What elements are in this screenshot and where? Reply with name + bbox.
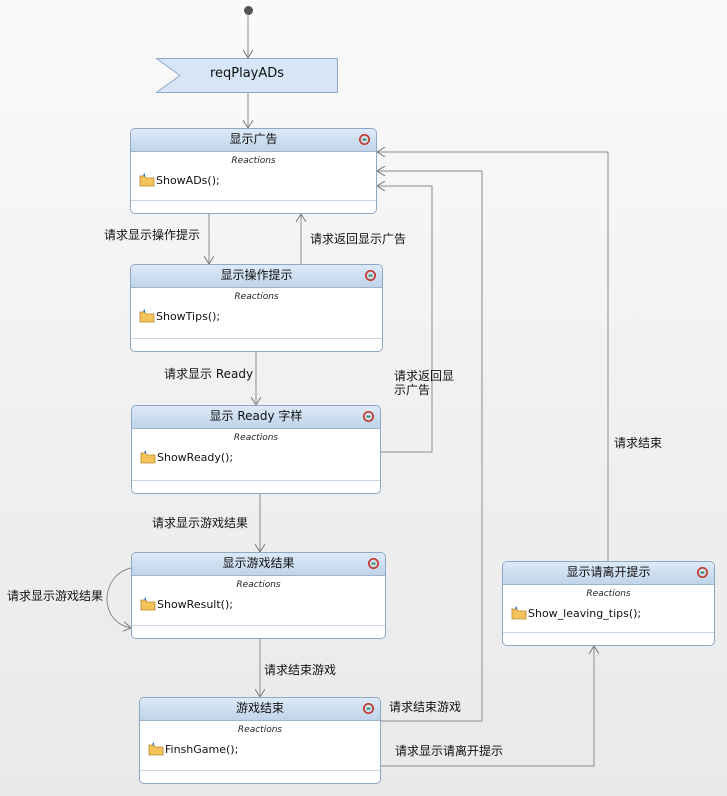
state-divider <box>132 480 380 481</box>
transition-label-req-back-ads[interactable]: 请求返回显示广告 <box>310 232 407 246</box>
edge-leaving-to-ads <box>377 152 609 561</box>
state-show-tips[interactable]: 显示操作提示 Reactions ShowTips(); <box>130 264 383 352</box>
state-divider <box>132 625 385 626</box>
reactions-label: Reactions <box>231 156 276 166</box>
folder-action-icon <box>140 597 156 611</box>
folder-action-icon <box>148 742 164 756</box>
state-divider <box>140 770 380 771</box>
initial-state-dot <box>244 6 253 15</box>
state-header: 显示请离开提示 <box>503 562 714 585</box>
state-title: 显示操作提示 <box>220 268 293 282</box>
transition-label-req-result-self[interactable]: 请求显示游戏结果 <box>7 589 104 603</box>
folder-action-icon <box>139 173 155 187</box>
reactions-label: Reactions <box>233 433 279 443</box>
state-title: 显示游戏结果 <box>222 556 295 570</box>
edge-ready-to-ads <box>377 186 433 453</box>
state-header: 显示操作提示 <box>131 265 382 288</box>
state-show-leaving[interactable]: 显示请离开提示 Reactions Show_leaving_tips(); <box>502 561 715 646</box>
cycle-icon <box>358 133 371 146</box>
cycle-icon <box>362 702 375 715</box>
edge-result-self <box>106 567 131 628</box>
folder-action-icon <box>139 309 155 323</box>
action-row: FinshGame(); <box>148 740 380 758</box>
state-game-over[interactable]: 游戏结束 Reactions FinshGame(); <box>139 697 381 784</box>
reactions-label: Reactions <box>237 725 283 735</box>
transition-label-req-back-ads-2[interactable]: 请求返回显示广告 <box>394 369 455 397</box>
transition-label-req-ready[interactable]: 请求显示 Ready <box>164 367 254 381</box>
action-row: ShowResult(); <box>140 595 385 613</box>
action-row: ShowADs(); <box>139 171 376 189</box>
state-title: 显示广告 <box>229 132 278 146</box>
action-text: ShowReady(); <box>157 450 234 464</box>
state-show-result[interactable]: 显示游戏结果 Reactions ShowResult(); <box>131 552 386 639</box>
state-divider <box>131 200 376 201</box>
edge-finish-to-leaving <box>381 646 594 767</box>
transition-label-req-leaving[interactable]: 请求显示请离开提示 <box>395 744 504 758</box>
edge-finish-to-ads <box>377 171 483 722</box>
cycle-icon <box>696 566 709 579</box>
cycle-icon <box>364 269 377 282</box>
event-label: reqPlayADs <box>209 66 285 81</box>
state-header: 显示 Ready 字样 <box>132 406 380 429</box>
state-divider <box>503 632 714 633</box>
action-text: FinshGame(); <box>165 742 239 756</box>
action-text: ShowADs(); <box>156 173 220 187</box>
transition-label-req-end[interactable]: 请求结束 <box>614 436 663 450</box>
action-row: ShowReady(); <box>140 448 380 466</box>
state-title: 显示 Ready 字样 <box>209 409 303 423</box>
reactions-label: Reactions <box>234 292 279 302</box>
state-title: 游戏结束 <box>235 701 284 715</box>
state-show-ready[interactable]: 显示 Ready 字样 Reactions ShowReady(); <box>131 405 381 494</box>
state-show-ads[interactable]: 显示广告 Reactions ShowADs(); <box>130 128 377 214</box>
folder-action-icon <box>511 606 527 620</box>
state-header: 显示游戏结果 <box>132 553 385 576</box>
transition-label-req-result[interactable]: 请求显示游戏结果 <box>152 516 249 530</box>
event-reqPlayADs[interactable]: reqPlayADs <box>156 58 338 93</box>
transition-label-req-end-game[interactable]: 请求结束游戏 <box>264 663 337 677</box>
state-header: 游戏结束 <box>140 698 380 721</box>
transition-label-req-tips[interactable]: 请求显示操作提示 <box>104 228 201 242</box>
transition-label-req-end-game-2[interactable]: 请求结束游戏 <box>389 700 462 714</box>
cycle-icon <box>362 410 375 423</box>
action-text: Show_leaving_tips(); <box>528 606 642 620</box>
state-divider <box>131 338 382 339</box>
reactions-label: Reactions <box>236 580 281 590</box>
state-title: 显示请离开提示 <box>566 565 651 579</box>
cycle-icon <box>367 557 380 570</box>
action-row: ShowTips(); <box>139 307 382 325</box>
action-text: ShowResult(); <box>157 597 233 611</box>
folder-action-icon <box>140 450 156 464</box>
action-row: Show_leaving_tips(); <box>511 604 714 622</box>
action-text: ShowTips(); <box>156 309 221 323</box>
reactions-label: Reactions <box>586 589 631 599</box>
state-header: 显示广告 <box>131 129 376 152</box>
event-flag-shape <box>156 58 338 93</box>
